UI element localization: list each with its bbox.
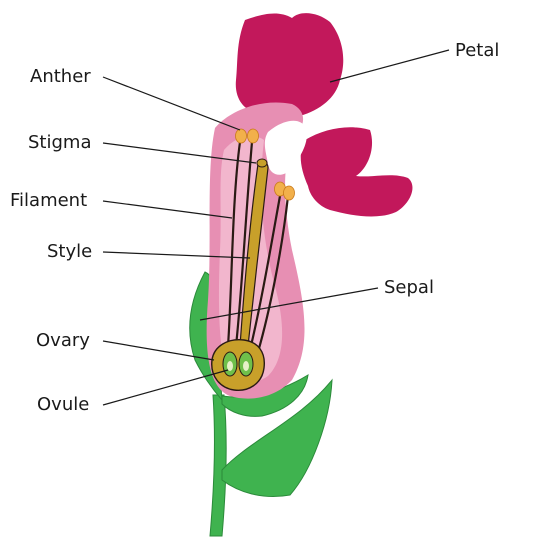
- leader-petal: [330, 50, 449, 82]
- label-ovary: Ovary: [36, 330, 90, 351]
- petal-lower: [301, 127, 413, 216]
- label-ovule: Ovule: [37, 394, 89, 415]
- label-anther: Anther: [30, 66, 91, 87]
- label-stigma: Stigma: [28, 132, 91, 153]
- label-sepal: Sepal: [384, 277, 434, 298]
- label-petal: Petal: [455, 40, 499, 61]
- label-filament: Filament: [10, 190, 87, 211]
- stigma-tip: [257, 159, 267, 167]
- leader-anther: [103, 77, 240, 130]
- petal-upper: [236, 13, 343, 116]
- leader-ovule: [103, 370, 228, 405]
- label-style: Style: [47, 241, 92, 262]
- stem: [210, 395, 226, 536]
- ovary: [212, 340, 265, 391]
